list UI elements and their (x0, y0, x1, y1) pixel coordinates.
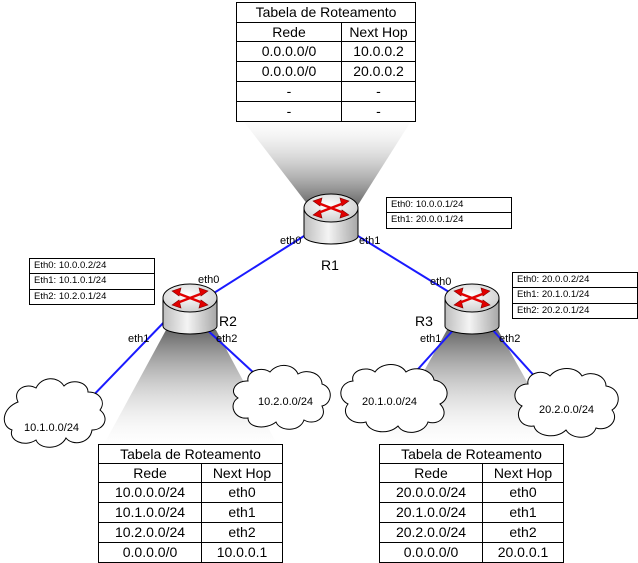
network-label-10-2: 10.2.0.0/24 (258, 396, 314, 408)
beam-r2 (103, 330, 278, 446)
network-label-10-1: 10.1.0.0/24 (24, 422, 80, 434)
routing-table-r1: Tabela de Roteamento Rede Next Hop 0.0.0… (236, 2, 416, 122)
cloud-10-2 (232, 365, 331, 430)
cloud-20-2 (514, 368, 619, 438)
network-label-20-2: 20.2.0.0/24 (539, 404, 595, 416)
routing-table-title: Tabela de Roteamento (236, 2, 416, 23)
interfaces-r3: Eth0: 20.0.0.2/24 Eth1: 20.1.0.1/24 Eth2… (512, 271, 638, 320)
port-r2-eth0: eth0 (198, 274, 220, 286)
cloud-10-1 (3, 378, 106, 448)
router-arrows-icon (453, 287, 491, 309)
port-r1-eth1: eth1 (359, 235, 381, 247)
column-header-rede: Rede (98, 463, 202, 483)
table-row: -- (236, 81, 416, 102)
link-r1-r3 (357, 235, 463, 301)
routing-table-r2: Tabela de Roteamento Rede Next Hop 10.0.… (98, 444, 283, 563)
column-header-rede: Rede (379, 463, 483, 483)
routing-table-r3: Tabela de Roteamento Rede Next Hop 20.0.… (379, 444, 564, 563)
column-header-next-hop: Next Hop (482, 463, 564, 483)
port-r2-eth2: eth2 (216, 333, 238, 345)
routing-table-title: Tabela de Roteamento (379, 444, 564, 464)
router-label-r2: R2 (219, 313, 237, 329)
interface-line: Eth0: 20.0.0.2/24 (512, 271, 638, 289)
interface-line: Eth0: 10.0.0.2/24 (29, 257, 155, 275)
router-r3[interactable] (444, 283, 500, 335)
interface-line: Eth2: 20.2.0.1/24 (512, 302, 638, 320)
port-r2-eth1: eth1 (128, 333, 150, 345)
column-header-next-hop: Next Hop (201, 463, 283, 483)
link-r1-r2 (205, 235, 305, 299)
port-r3-eth1: eth1 (420, 333, 442, 345)
interface-line: Eth2: 10.2.0.1/24 (29, 288, 155, 306)
links (83, 235, 548, 406)
port-r3-eth2: eth2 (499, 333, 521, 345)
table-row: -- (236, 101, 416, 122)
interface-line: Eth1: 20.0.0.1/24 (386, 212, 512, 229)
cloud-20-1 (340, 364, 448, 433)
port-r1-eth0: eth0 (280, 235, 302, 247)
router-r1[interactable] (303, 193, 359, 245)
interfaces-r1: Eth0: 10.0.0.1/24 Eth1: 20.0.0.1/24 (386, 196, 512, 229)
column-header-rede: Rede (236, 22, 342, 42)
beam-r1 (241, 118, 413, 205)
router-r2[interactable] (162, 283, 218, 335)
port-r3-eth0: eth0 (430, 276, 452, 288)
interface-line: Eth1: 20.1.0.1/24 (512, 287, 638, 304)
interfaces-r2: Eth0: 10.0.0.2/24 Eth1: 10.1.0.1/24 Eth2… (29, 257, 155, 306)
column-header-next-hop: Next Hop (341, 22, 416, 42)
interface-line: Eth0: 10.0.0.1/24 (386, 196, 512, 214)
router-arrows-icon (312, 197, 350, 219)
router-arrows-icon (171, 287, 209, 309)
router-label-r3: R3 (415, 313, 433, 329)
router-label-r1: R1 (321, 257, 339, 273)
routing-table-title: Tabela de Roteamento (98, 444, 283, 464)
interface-line: Eth1: 10.1.0.1/24 (29, 273, 155, 290)
network-label-20-1: 20.1.0.0/24 (362, 396, 418, 408)
link-r2-n101 (83, 317, 169, 406)
